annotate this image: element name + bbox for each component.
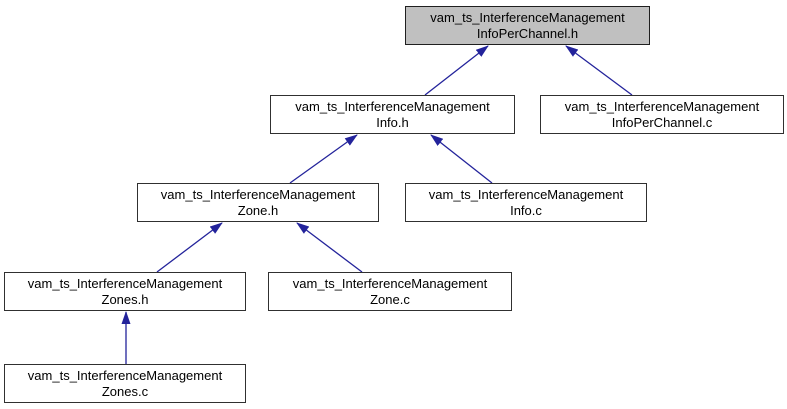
edge-info-h-to-infoperchannel-h: [424, 45, 489, 96]
edge-zone-c-to-zone-h: [296, 222, 363, 273]
node-vam-ts-interferencemanagementzones-h[interactable]: vam_ts_InterferenceManagement Zones.h: [4, 272, 246, 311]
edge-zone-h-to-info-h: [289, 134, 358, 184]
node-vam-ts-interferencemanagementzone-h[interactable]: vam_ts_InterferenceManagement Zone.h: [137, 183, 379, 222]
edge-infoperchannel-c-to-infoperchannel-h: [565, 45, 633, 96]
node-vam-ts-interferencemanagementinfoperchannel-h: vam_ts_InterferenceManagement InfoPerCha…: [405, 6, 650, 45]
node-vam-ts-interferencemanagementinfo-h[interactable]: vam_ts_InterferenceManagement Info.h: [270, 95, 515, 134]
node-vam-ts-interferencemanagementzones-c[interactable]: vam_ts_InterferenceManagement Zones.c: [4, 364, 246, 403]
node-vam-ts-interferencemanagementzone-c[interactable]: vam_ts_InterferenceManagement Zone.c: [268, 272, 512, 311]
edge-info-c-to-info-h: [430, 134, 493, 184]
node-vam-ts-interferencemanagementinfo-c[interactable]: vam_ts_InterferenceManagement Info.c: [405, 183, 647, 222]
edge-zones-h-to-zone-h: [156, 222, 223, 273]
node-vam-ts-interferencemanagementinfoperchannel-c[interactable]: vam_ts_InterferenceManagement InfoPerCha…: [540, 95, 784, 134]
